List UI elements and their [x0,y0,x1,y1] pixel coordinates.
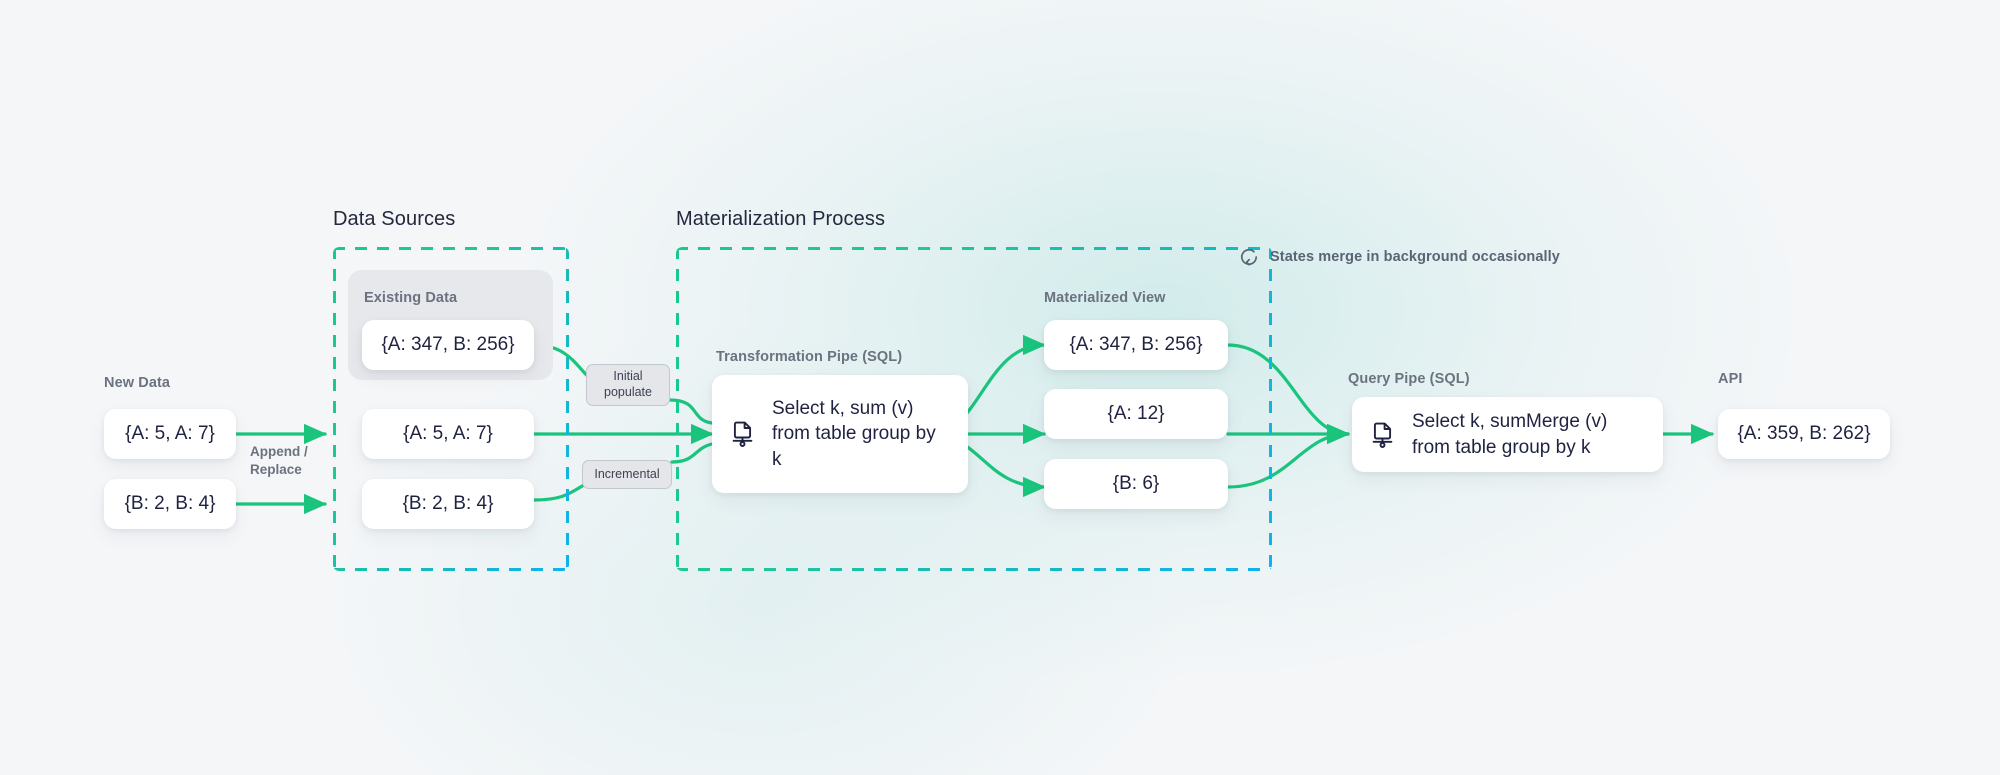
data-sources-card-2[interactable]: {B: 2, B: 4} [362,479,534,529]
materialized-view-card-3[interactable]: {B: 6} [1044,459,1228,509]
materialized-view-card-2[interactable]: {A: 12} [1044,389,1228,439]
badge-incremental[interactable]: Incremental [582,460,672,489]
query-pipe-card[interactable]: Select k, sumMerge (v) from table group … [1352,397,1663,472]
group-label-materialized-view: Materialized View [1044,290,1166,306]
group-label-existing-data: Existing Data [364,290,458,306]
query-pipe-sql: Select k, sumMerge (v) from table group … [1412,411,1608,458]
existing-data-card-1[interactable]: {A: 347, B: 256} [362,320,534,370]
merge-note: States merge in background occasionally [1238,246,1560,268]
edge-label-append-replace: Append / Replace [250,444,308,478]
group-label-new-data: New Data [104,375,171,391]
api-card-1[interactable]: {A: 359, B: 262} [1718,409,1890,459]
group-label-transformation-pipe: Transformation Pipe (SQL) [716,349,903,365]
pipe-icon [732,421,756,447]
group-label-api: API [1718,371,1743,387]
pipe-icon [1372,422,1396,448]
new-data-card-2[interactable]: {B: 2, B: 4} [104,479,236,529]
transformation-pipe-sql: Select k, sum (v) from table group by k [772,397,936,470]
badge-initial-populate[interactable]: Initial populate [586,364,670,406]
section-title-data-sources: Data Sources [333,208,456,230]
materialized-view-card-1[interactable]: {A: 347, B: 256} [1044,320,1228,370]
group-label-query-pipe: Query Pipe (SQL) [1348,371,1470,387]
transformation-pipe-card[interactable]: Select k, sum (v) from table group by k [712,375,968,493]
data-sources-card-1[interactable]: {A: 5, A: 7} [362,409,534,459]
merge-note-text: States merge in background occasionally [1270,249,1560,265]
section-title-materialization: Materialization Process [676,208,886,230]
refresh-icon [1238,246,1260,268]
new-data-card-1[interactable]: {A: 5, A: 7} [104,409,236,459]
